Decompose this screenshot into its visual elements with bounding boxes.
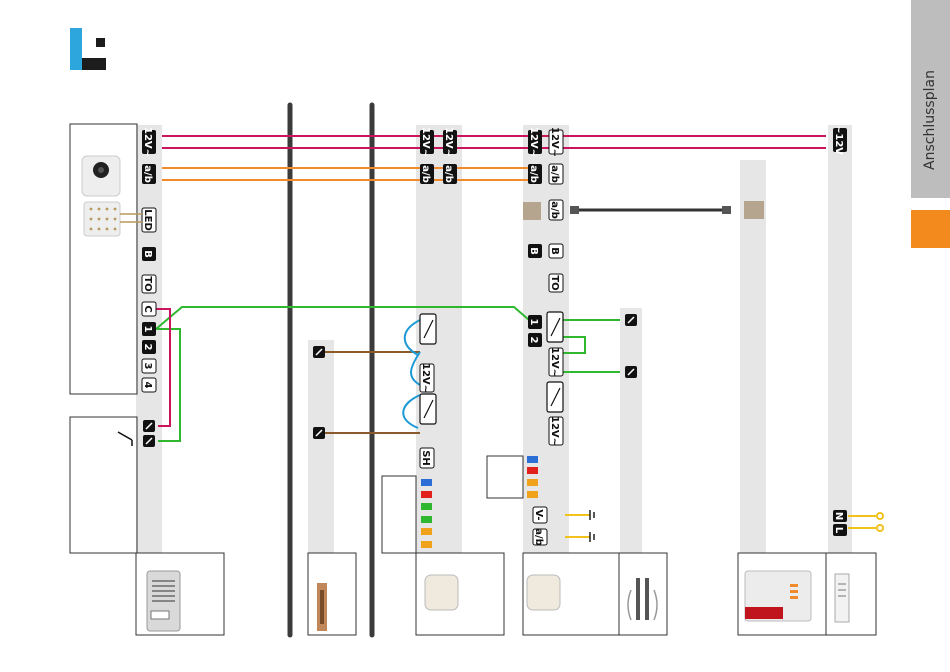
terminal-to: TO xyxy=(549,274,563,292)
svg-text:C: C xyxy=(142,305,153,312)
terminal-ac12: 12V~ xyxy=(549,416,563,446)
indoor-2-extra-box xyxy=(487,456,523,498)
column-gong xyxy=(620,308,642,553)
network-plug-icon xyxy=(570,206,579,214)
terminal-b: B xyxy=(528,244,542,258)
terminal-4: 4 xyxy=(142,378,156,392)
svg-text:SH: SH xyxy=(420,450,431,466)
gong-device-box xyxy=(619,553,667,635)
svg-text:a/b: a/b xyxy=(533,528,544,546)
svg-text:12V~: 12V~ xyxy=(549,347,560,377)
terminal-to: TO xyxy=(142,275,156,293)
power-supply-icon xyxy=(835,574,849,622)
door-opener-device-box xyxy=(308,553,356,635)
svg-text:TO: TO xyxy=(142,276,153,291)
terminal-ab: a/b xyxy=(443,164,457,184)
mains-terminal-icon xyxy=(877,513,883,519)
svg-text:1: 1 xyxy=(528,319,539,326)
gong-icon xyxy=(628,578,657,620)
door-station-icon xyxy=(147,571,180,631)
svg-text:a/b: a/b xyxy=(549,201,560,219)
svg-text:a/b: a/b xyxy=(549,165,560,183)
terminal-ab: a/b xyxy=(533,528,547,546)
svg-text:B: B xyxy=(549,247,560,255)
ground-icon xyxy=(590,510,594,542)
terminal-ab: a/b xyxy=(142,164,156,184)
network-jack-icon xyxy=(523,202,541,220)
terminal-b: B xyxy=(142,247,156,261)
terminal-ac12: 12V~ xyxy=(420,363,434,393)
control-unit-icon xyxy=(745,571,811,621)
network-jack-icon xyxy=(744,201,764,219)
terminal-ac12: 12V~ xyxy=(528,127,542,157)
svg-text:12V~: 12V~ xyxy=(420,127,431,157)
terminal-ab: a/b xyxy=(528,164,542,184)
svg-text:TO: TO xyxy=(549,275,560,290)
svg-text:N: N xyxy=(833,512,844,520)
terminal-sh: SH xyxy=(420,448,434,468)
svg-text:a/b: a/b xyxy=(142,165,153,183)
column-door-station xyxy=(136,125,162,553)
svg-text:a/b: a/b xyxy=(420,165,431,183)
terminal-b: B xyxy=(549,244,563,258)
svg-text:a/b: a/b xyxy=(443,165,454,183)
terminal-ab: a/b xyxy=(420,164,434,184)
terminal-n: N xyxy=(833,510,847,522)
svg-text:3: 3 xyxy=(142,363,153,370)
terminal-ac12: 12V~ xyxy=(549,347,563,377)
svg-text:12V~: 12V~ xyxy=(142,127,153,157)
svg-text:L: L xyxy=(833,527,844,534)
terminal-ac12-rev: ~12V xyxy=(833,125,847,155)
camera-icon xyxy=(82,156,120,196)
terminal-1: 1 xyxy=(142,322,156,336)
svg-text:12V~: 12V~ xyxy=(549,127,560,157)
indoor-station-icon xyxy=(425,575,458,610)
svg-text:B: B xyxy=(142,250,153,258)
terminal-led: LED xyxy=(142,208,156,232)
svg-text:LED: LED xyxy=(142,209,153,231)
door-switch-icon xyxy=(118,432,132,446)
svg-text:12V~: 12V~ xyxy=(528,127,539,157)
mains-terminal-icon xyxy=(877,525,883,531)
door-opener-icon xyxy=(317,583,327,631)
svg-text:4: 4 xyxy=(142,382,153,389)
svg-text:1: 1 xyxy=(142,326,153,333)
terminal-v-minus: V- xyxy=(533,507,547,523)
logo-mark-icon xyxy=(70,28,106,70)
column-power xyxy=(828,125,852,553)
indoor-station-icon xyxy=(527,575,560,610)
svg-text:2: 2 xyxy=(528,337,539,344)
terminal-ab: a/b xyxy=(549,164,563,184)
terminal-2: 2 xyxy=(528,333,542,347)
svg-text:12V~: 12V~ xyxy=(420,363,431,393)
power-device-box xyxy=(826,553,876,635)
terminal-ac12: 12V~ xyxy=(420,127,434,157)
svg-text:12V~: 12V~ xyxy=(549,416,560,446)
terminal-1: 1 xyxy=(528,315,542,329)
terminal-ac12: 12V~ xyxy=(443,127,457,157)
terminal-l: L xyxy=(833,524,847,536)
svg-text:a/b: a/b xyxy=(528,165,539,183)
terminal-ab: a/b xyxy=(549,200,563,220)
indoor-1-extra-box xyxy=(382,476,416,553)
svg-text:~12V: ~12V xyxy=(833,125,844,155)
svg-text:B: B xyxy=(528,247,539,255)
svg-text:12V~: 12V~ xyxy=(443,127,454,157)
terminal-3: 3 xyxy=(142,359,156,373)
terminal-2: 2 xyxy=(142,340,156,354)
svg-text:V-: V- xyxy=(533,509,544,520)
network-plug-icon xyxy=(722,206,731,214)
column-opener xyxy=(308,340,334,553)
switch-wire xyxy=(156,307,529,329)
terminal-ac12: 12V~ xyxy=(142,127,156,157)
keypad-icon xyxy=(84,202,120,236)
svg-text:2: 2 xyxy=(142,344,153,351)
terminal-ac12: 12V~ xyxy=(549,127,563,157)
terminal-c: C xyxy=(142,302,156,316)
